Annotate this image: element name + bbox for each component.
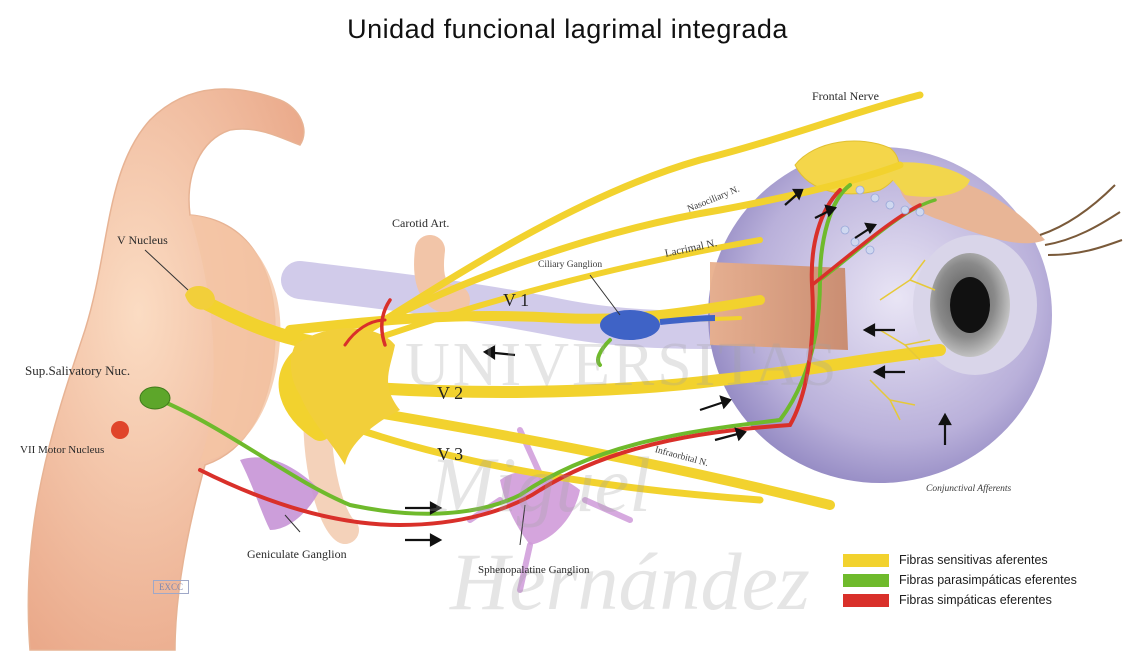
- legend-label-sympathetic: Fibras simpáticas eferentes: [899, 593, 1052, 607]
- eyelash-1: [1040, 185, 1115, 235]
- legend-item-sympathetic: Fibras simpáticas eferentes: [843, 590, 1077, 610]
- label-geniculate: Geniculate Ganglion: [247, 547, 347, 562]
- label-conjunctival: Conjunctival Afferents: [926, 484, 1011, 494]
- ciliary-ganglion-body: [600, 310, 660, 340]
- sup-salivatory-nucleus: [140, 387, 170, 409]
- legend-swatch-parasympathetic: [843, 574, 889, 587]
- page-title: Unidad funcional lagrimal integrada: [0, 14, 1135, 45]
- legend-swatch-sensory: [843, 554, 889, 567]
- legend-item-sensory: Fibras sensitivas aferentes: [843, 550, 1077, 570]
- label-frontal-nerve: Frontal Nerve: [812, 89, 879, 104]
- eye-pupil: [950, 277, 990, 333]
- label-ciliary-ganglion: Ciliary Ganglion: [538, 260, 602, 270]
- legend: Fibras sensitivas aferentes Fibras paras…: [843, 550, 1077, 610]
- label-v1: V 1: [503, 290, 529, 311]
- legend-swatch-sympathetic: [843, 594, 889, 607]
- label-sup-salivatory: Sup.Salivatory Nuc.: [25, 363, 130, 379]
- credit-stamp: EXCC: [153, 580, 189, 594]
- legend-label-parasympathetic: Fibras parasimpáticas eferentes: [899, 573, 1077, 587]
- label-sphenopalatine: Sphenopalatine Ganglion: [478, 564, 590, 576]
- label-v2: V 2: [437, 383, 463, 404]
- label-v3: V 3: [437, 444, 463, 465]
- label-v-nucleus: V Nucleus: [117, 233, 168, 248]
- legend-item-parasympathetic: Fibras parasimpáticas eferentes: [843, 570, 1077, 590]
- label-carotid: Carotid Art.: [392, 216, 449, 231]
- legend-label-sensory: Fibras sensitivas aferentes: [899, 553, 1048, 567]
- vii-motor-nucleus: [111, 421, 129, 439]
- label-vii-motor: VII Motor Nucleus: [20, 444, 104, 456]
